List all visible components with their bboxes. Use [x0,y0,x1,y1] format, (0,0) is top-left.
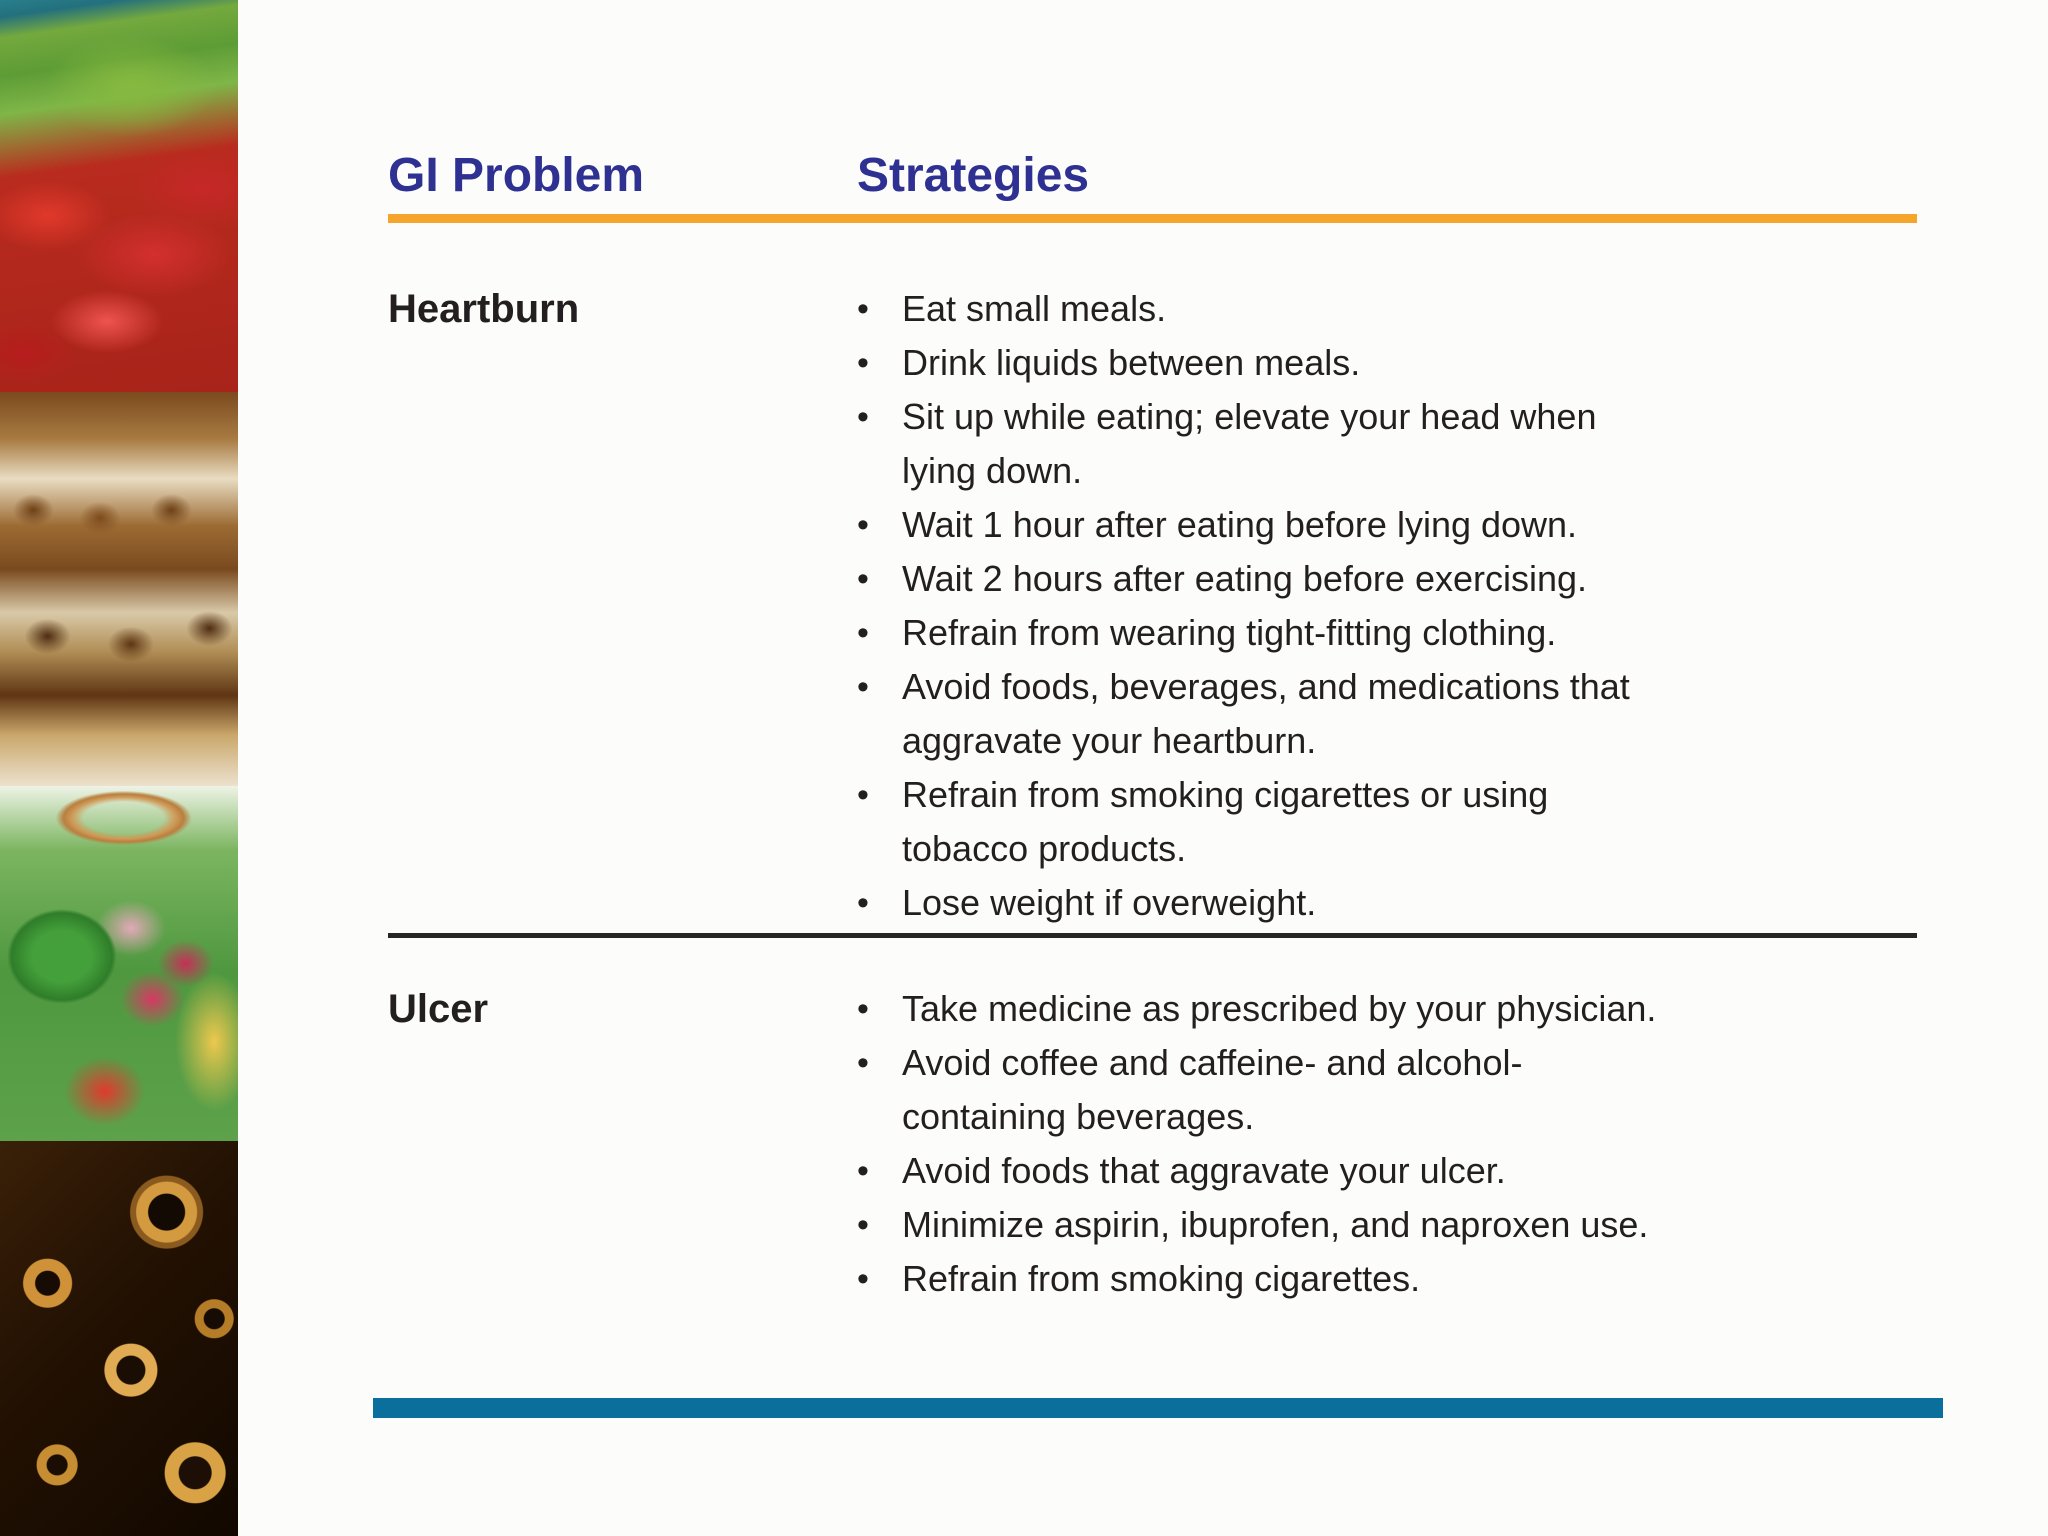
strategy-text: Lose weight if overweight. [902,882,1317,923]
strategy-text: Sit up while eating; elevate your head w… [902,396,1597,491]
strategy-item: • Avoid foods that aggravate your ulcer. [857,1144,1667,1198]
strategy-text: Avoid foods, beverages, and medications … [902,666,1630,761]
bullet-icon: • [857,506,869,544]
bullet-icon: • [857,1152,869,1190]
strategy-item: • Take medicine as prescribed by your ph… [857,982,1667,1036]
row-label-heartburn: Heartburn [388,287,580,331]
row-divider [388,933,1917,938]
photo-vegetable-basket [0,786,238,1141]
bullet-icon: • [857,1260,869,1298]
strategy-text: Refrain from smoking cigarettes. [902,1258,1421,1299]
header-rule [388,214,1917,223]
strategy-text: Avoid foods that aggravate your ulcer. [902,1150,1506,1191]
strategy-item: • Avoid coffee and caffeine- and alcohol… [857,1036,1667,1144]
photo-green-beans-red-peppers [0,0,238,392]
strategy-item: • Avoid foods, beverages, and medication… [857,660,1667,768]
strategy-text: Drink liquids between meals. [902,342,1361,383]
strategy-item: • Refrain from smoking cigarettes or usi… [857,768,1667,876]
strategy-list-ulcer: • Take medicine as prescribed by your ph… [857,982,1667,1306]
strategy-item: • Sit up while eating; elevate your head… [857,390,1667,498]
photo-strip [0,0,238,1536]
bullet-icon: • [857,884,869,922]
strategy-text: Eat small meals. [902,288,1167,329]
photo-cinnamon-sticks [0,1141,238,1536]
gi-strategies-table: GI Problem Strategies Heartburn • Eat sm… [238,0,2048,1536]
strategy-item: • Drink liquids between meals. [857,336,1667,390]
strategy-item: • Refrain from smoking cigarettes. [857,1252,1667,1306]
photo-pastries-eclairs [0,392,238,786]
strategy-text: Minimize aspirin, ibuprofen, and naproxe… [902,1204,1649,1245]
strategy-text: Avoid coffee and caffeine- and alcohol-c… [902,1042,1523,1137]
bullet-icon: • [857,560,869,598]
strategy-item: • Refrain from wearing tight-fitting clo… [857,606,1667,660]
bullet-icon: • [857,290,869,328]
strategy-item: • Lose weight if overweight. [857,876,1667,930]
strategy-list-heartburn: • Eat small meals. • Drink liquids betwe… [857,282,1667,930]
strategy-text: Wait 1 hour after eating before lying do… [902,504,1578,545]
strategy-text: Refrain from wearing tight-fitting cloth… [902,612,1557,653]
row-label-ulcer: Ulcer [388,987,489,1031]
bullet-icon: • [857,990,869,1028]
strategy-item: • Minimize aspirin, ibuprofen, and napro… [857,1198,1667,1252]
column-header-gi-problem: GI Problem [388,149,645,202]
bullet-icon: • [857,344,869,382]
strategy-text: Take medicine as prescribed by your phys… [902,988,1657,1029]
strategy-item: • Wait 2 hours after eating before exerc… [857,552,1667,606]
bottom-bar [373,1398,1943,1418]
column-header-strategies: Strategies [857,149,1090,202]
bullet-icon: • [857,614,869,652]
bullet-icon: • [857,398,869,436]
bullet-icon: • [857,668,869,706]
bullet-icon: • [857,1206,869,1244]
bullet-icon: • [857,1044,869,1082]
strategy-item: • Wait 1 hour after eating before lying … [857,498,1667,552]
strategy-text: Wait 2 hours after eating before exercis… [902,558,1588,599]
strategy-item: • Eat small meals. [857,282,1667,336]
strategy-text: Refrain from smoking cigarettes or using… [902,774,1549,869]
bullet-icon: • [857,776,869,814]
